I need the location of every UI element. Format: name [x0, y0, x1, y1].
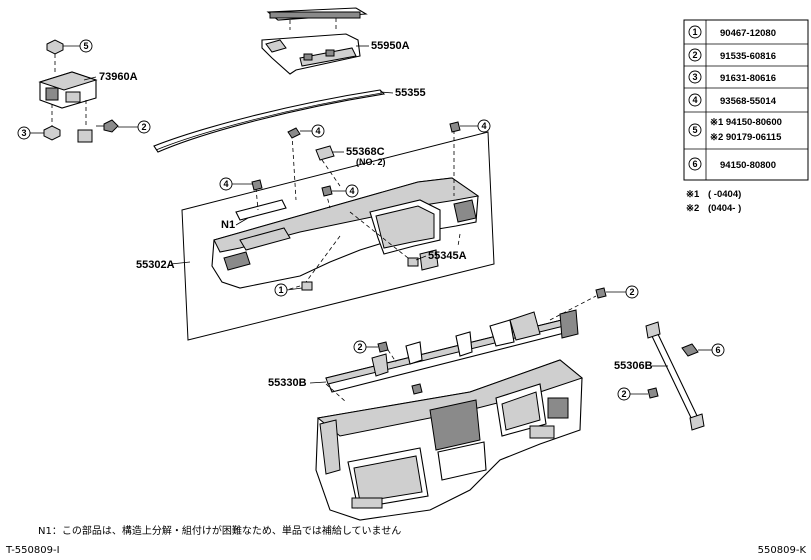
svg-text:4: 4 — [481, 121, 486, 131]
n1-footnote: N1：この部品は、構造上分解・組付けが困難なため、単品では補給していません — [38, 524, 401, 537]
duct-55950a — [261, 7, 368, 75]
table-row-num: 5 — [692, 125, 697, 135]
svg-text:6: 6 — [715, 345, 720, 355]
svg-text:2: 2 — [141, 122, 146, 132]
part-label-55355: 55355 — [395, 87, 426, 99]
svg-text:4: 4 — [223, 179, 228, 189]
lower-dash-frame — [315, 359, 584, 521]
illustration-code-left: T-550809-I — [5, 545, 60, 556]
note2-range: (0404- ) — [708, 203, 741, 214]
fastener — [377, 287, 659, 399]
note1-range: ( -0404) — [708, 189, 741, 200]
note1-mark: ※1 — [686, 189, 700, 200]
table-row-partno: 91631-80616 — [720, 73, 776, 84]
callout-4: 4 — [460, 119, 491, 133]
table-row-num: 6 — [692, 159, 697, 169]
table-row: 6 94150-80800 — [688, 157, 776, 171]
parts-table: 1 90467-12080 2 91535-60816 3 91631-8061… — [683, 19, 809, 181]
table-row: 1 90467-12080 — [688, 25, 776, 39]
svg-text:2: 2 — [629, 287, 634, 297]
panel-55302a — [211, 130, 480, 293]
table-row-partno: 91535-60816 — [720, 51, 776, 62]
range-notes: ※1 ( -0404) ※2 (0404- ) — [686, 189, 741, 214]
illustration-code-right: 550809-K — [758, 545, 807, 556]
bracket-73960a — [38, 39, 119, 143]
callout-5: 5 — [63, 39, 93, 53]
table-row: 5 ※1 94150-80600 ※2 90179-06115 — [688, 117, 782, 143]
table-row-num: 1 — [692, 27, 697, 37]
callout-4: 4 — [332, 184, 359, 198]
svg-text:4: 4 — [349, 186, 354, 196]
panel-frame — [181, 131, 495, 341]
brace-55306b — [645, 321, 705, 431]
table-row: 2 91535-60816 — [688, 48, 776, 62]
callout-2: 2 — [353, 340, 378, 354]
reinforcement-55330b — [325, 295, 597, 403]
svg-text:5: 5 — [83, 41, 88, 51]
table-row: 4 93568-55014 — [688, 93, 777, 107]
table-row-partno: ※1 94150-80600 — [710, 117, 782, 128]
callout-2: 2 — [118, 120, 151, 134]
table-row-num: 3 — [692, 72, 697, 82]
callout-4: 4 — [219, 177, 252, 191]
part-label-55306b: 55306B — [614, 360, 653, 372]
callout-6: 6 — [698, 343, 725, 357]
table-row-num: 4 — [692, 95, 697, 105]
part-label-55368c-note: (NO. 2) — [356, 157, 386, 167]
part-label-73960a: 73960A — [99, 71, 138, 83]
part-label-55302a: 55302A — [136, 259, 175, 271]
callout-2: 2 — [617, 387, 648, 401]
svg-text:3: 3 — [21, 128, 26, 138]
svg-text:2: 2 — [621, 389, 626, 399]
callout-3: 3 — [17, 126, 44, 140]
part-label-55950a: 55950A — [371, 40, 410, 52]
part-label-55345a: 55345A — [428, 250, 467, 262]
table-row-partno: 90467-12080 — [720, 28, 776, 39]
svg-text:4: 4 — [315, 126, 320, 136]
callout-2: 2 — [606, 285, 639, 299]
note2-mark: ※2 — [686, 203, 699, 214]
table-row: 3 91631-80616 — [688, 70, 776, 84]
callout-4: 4 — [300, 124, 325, 138]
part-label-n1: N1 — [221, 219, 235, 231]
svg-text:1: 1 — [278, 285, 283, 295]
table-row-partno: ※2 90179-06115 — [710, 132, 782, 143]
part-label-55330b: 55330B — [268, 377, 307, 389]
part-label-55368c: 55368C — [346, 146, 385, 158]
table-row-partno: 94150-80800 — [720, 160, 776, 171]
table-row-partno: 93568-55014 — [720, 96, 777, 107]
molding-55355 — [153, 89, 386, 153]
fastener — [251, 121, 461, 197]
table-row-num: 2 — [692, 50, 697, 60]
callout-1: 1 — [274, 283, 303, 297]
svg-text:2: 2 — [357, 342, 362, 352]
